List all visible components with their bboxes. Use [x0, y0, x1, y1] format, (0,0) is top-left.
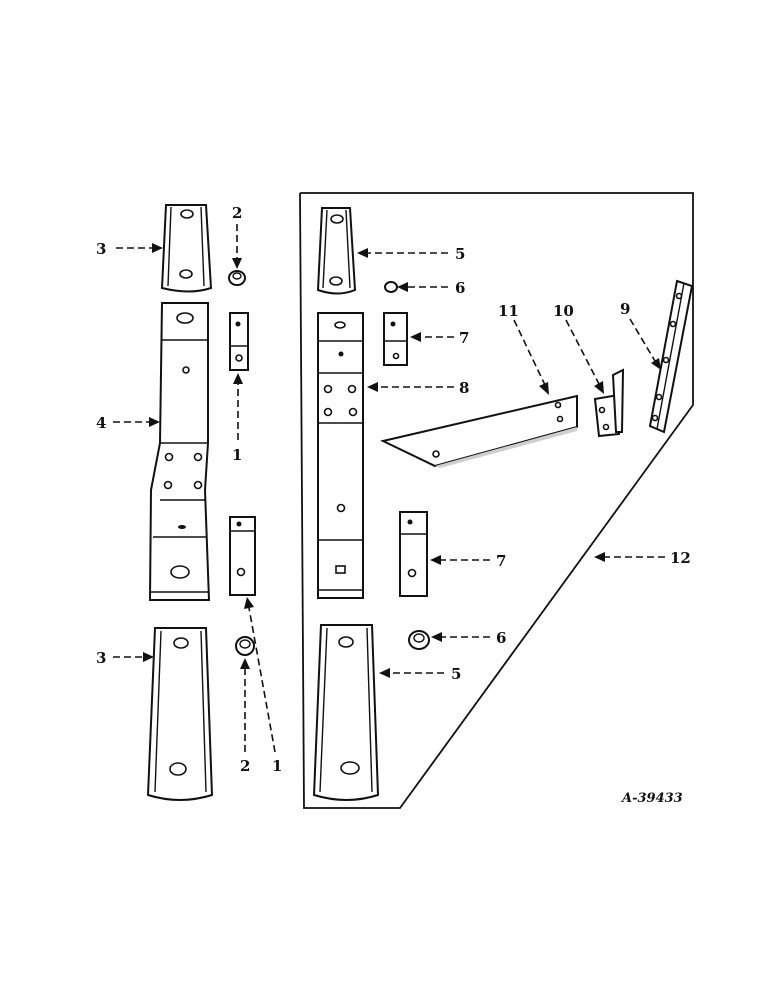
arrowhead	[410, 332, 421, 342]
arrowhead	[143, 652, 154, 662]
arrowhead	[594, 552, 605, 562]
part-5-lower	[312, 624, 380, 801]
callout-7-lower: 7	[496, 552, 506, 570]
arrowhead	[152, 243, 163, 253]
part-3-upper	[160, 204, 213, 293]
part-1-lower-plate	[229, 516, 256, 596]
arrowhead	[357, 248, 368, 258]
part-2-upper-nut	[228, 270, 246, 286]
callout-11: 11	[498, 302, 519, 320]
arrowhead	[232, 258, 242, 269]
arrowhead	[431, 632, 442, 642]
callout-12: 12	[670, 549, 691, 567]
arrowhead	[539, 382, 549, 395]
part-9-plate	[648, 279, 694, 434]
leader-1-lower	[248, 607, 276, 753]
callout-3-lower: 3	[96, 649, 106, 667]
part-10-bracket	[593, 368, 625, 438]
callout-7-upper: 7	[459, 329, 469, 347]
arrowhead	[651, 358, 661, 370]
arrowhead	[367, 382, 378, 392]
part-6-lower-washer	[408, 630, 430, 650]
part-6-upper-washer	[384, 281, 398, 293]
callout-6-upper: 6	[455, 279, 465, 297]
callout-1-lower: 1	[272, 757, 282, 775]
part-1-upper-plate	[229, 312, 249, 371]
callout-4: 4	[96, 414, 106, 432]
part-8-bar	[317, 312, 364, 599]
leader-9	[629, 318, 656, 362]
callout-1-upper: 1	[232, 446, 242, 464]
figure-id: A-39433	[620, 791, 683, 806]
callout-3-upper: 3	[96, 240, 106, 258]
part-7-lower	[399, 511, 428, 597]
part-5-upper	[316, 207, 357, 295]
part-3-lower	[146, 627, 214, 801]
callout-9: 9	[620, 300, 630, 318]
arrowhead	[244, 597, 254, 609]
callout-2-upper: 2	[232, 204, 242, 222]
leader-11	[513, 319, 546, 386]
arrowhead	[233, 373, 243, 384]
arrowhead	[149, 417, 160, 427]
callout-6-lower: 6	[496, 629, 506, 647]
arrowhead	[430, 555, 441, 565]
arrowhead	[594, 381, 604, 394]
callout-5-upper: 5	[455, 245, 465, 263]
part-11-angle-strip	[380, 394, 578, 468]
arrowhead	[379, 668, 390, 678]
part-4-bar	[148, 302, 211, 601]
group-12-outline	[299, 192, 694, 809]
callout-5-lower: 5	[451, 665, 461, 683]
leader-10	[565, 319, 600, 385]
callout-10: 10	[553, 302, 574, 320]
arrowhead	[397, 282, 408, 292]
callout-2-lower: 2	[240, 757, 250, 775]
arrowhead	[240, 658, 250, 669]
callout-8: 8	[459, 379, 469, 397]
part-2-lower-nut	[235, 636, 255, 656]
part-7-upper	[383, 312, 408, 366]
